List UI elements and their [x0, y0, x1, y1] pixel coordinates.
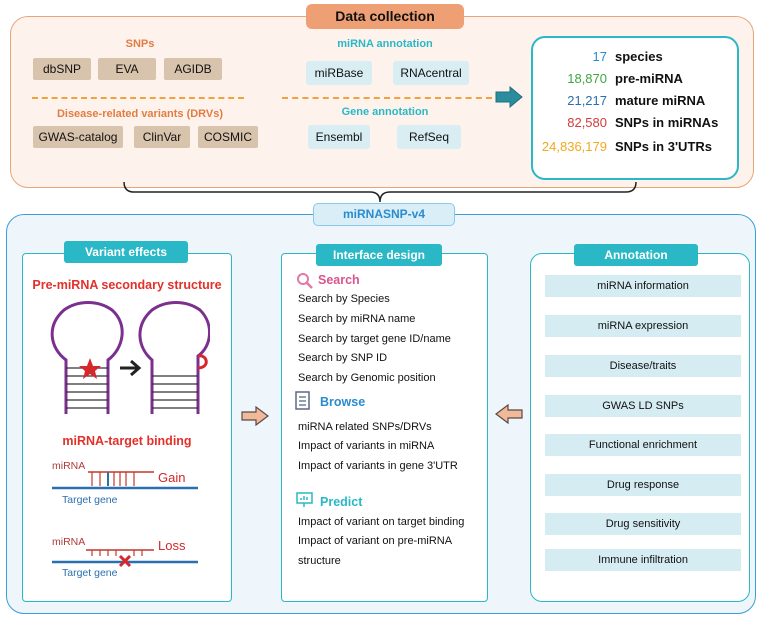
annotation-item-immune-infiltration: Immune infiltration — [545, 549, 741, 571]
predict-title: Predict — [320, 495, 363, 509]
arrow-right-icon — [241, 406, 269, 426]
stat-label: species — [615, 49, 663, 64]
source-mirbase: miRBase — [306, 61, 372, 85]
arrow-left-icon — [495, 404, 523, 424]
variant-effects-title: Variant effects — [64, 241, 188, 263]
annotation-panel — [530, 253, 750, 602]
source-clinvar: ClinVar — [134, 126, 190, 148]
gain-binding-icon — [52, 471, 198, 490]
divider-dashed-left — [32, 97, 244, 99]
target-gene-label-gain: Target gene — [62, 494, 118, 506]
search-item-target-gene: Search by target gene ID/name — [298, 333, 451, 345]
search-item-species: Search by Species — [298, 293, 390, 305]
source-dbsnp: dbSNP — [33, 58, 91, 80]
document-icon — [295, 391, 310, 410]
annotation-item-functional-enrichment: Functional enrichment — [545, 434, 741, 456]
presentation-icon — [296, 492, 313, 507]
loss-label: Loss — [158, 538, 186, 553]
browse-item-variants-mirna: Impact of variants in miRNA — [298, 440, 435, 452]
mirna-label-gain: miRNA — [52, 460, 86, 472]
target-gene-label-loss: Target gene — [62, 567, 118, 579]
search-item-mirna-name: Search by miRNA name — [298, 313, 416, 325]
stat-label: SNPs in 3'UTRs — [615, 139, 713, 154]
interface-design-panel — [281, 253, 488, 602]
search-icon — [297, 273, 313, 289]
snps-title: SNPs — [125, 38, 155, 50]
stat-label: mature miRNA — [615, 93, 706, 108]
browse-title: Browse — [320, 395, 366, 409]
arrow-right-icon — [495, 86, 523, 108]
annotation-item-disease-traits: Disease/traits — [545, 355, 741, 377]
search-item-snp-id: Search by SNP ID — [298, 352, 388, 364]
source-cosmic: COSMIC — [198, 126, 258, 148]
annotation-item-mirna-information: miRNA information — [545, 275, 741, 297]
annotation-item-drug-sensitivity: Drug sensitivity — [545, 513, 741, 535]
stat-label: pre-miRNA — [615, 71, 683, 86]
mirnasnp-title: miRNASNP-v4 — [313, 203, 455, 226]
gain-label: Gain — [158, 470, 186, 485]
annotation-item-gwas-ld-snps: GWAS LD SNPs — [545, 395, 741, 417]
annotation-item-mirna-expression: miRNA expression — [545, 315, 741, 337]
browse-item-variants-utr: Impact of variants in gene 3'UTR — [298, 460, 458, 472]
predict-item-structure: structure — [298, 555, 341, 567]
source-rnacentral: RNAcentral — [393, 61, 469, 85]
hairpin-structure-icon — [50, 301, 210, 414]
source-agidb: AGIDB — [164, 58, 222, 80]
loss-binding-icon — [52, 549, 198, 568]
stat-row-snps-in-utrs: 24,836,179 SNPs in 3'UTRs — [533, 137, 741, 157]
predict-item-pre-mirna: Impact of variant on pre-miRNA — [298, 535, 453, 547]
search-title: Search — [318, 273, 360, 287]
source-ensembl: Ensembl — [308, 125, 370, 149]
annotation-item-drug-response: Drug response — [545, 474, 741, 496]
mirna-annotation-title: miRNA annotation — [337, 38, 433, 50]
stat-value: 24,836,179 — [541, 139, 607, 154]
stat-value: 17 — [592, 49, 607, 64]
mirna-label-loss: miRNA — [52, 536, 86, 548]
predict-item-target-binding: Impact of variant on target binding — [298, 516, 465, 528]
interface-design-title: Interface design — [316, 244, 442, 266]
source-refseq: RefSeq — [397, 125, 461, 149]
stat-value: 82,580 — [567, 115, 607, 130]
drvs-title: Disease-related variants (DRVs) — [56, 108, 224, 120]
stat-row-pre-mirna: 18,870 pre-miRNA — [533, 69, 741, 89]
search-item-genomic-position: Search by Genomic position — [298, 372, 436, 384]
source-gwas-catalog: GWAS-catalog — [33, 126, 123, 148]
browse-item-mirna-snps: miRNA related SNPs/DRVs — [298, 421, 432, 433]
variant-effects-panel — [22, 253, 232, 602]
data-collection-title: Data collection — [306, 4, 464, 29]
annotation-title: Annotation — [574, 244, 698, 266]
statistics-box: 17 species 18,870 pre-miRNA 21,217 matur… — [531, 36, 739, 180]
stat-label: SNPs in miRNAs — [615, 115, 719, 130]
source-eva: EVA — [98, 58, 156, 80]
binding-title: miRNA-target binding — [62, 434, 192, 448]
stat-row-species: 17 species — [533, 47, 741, 67]
stat-value: 21,217 — [567, 93, 607, 108]
stat-value: 18,870 — [567, 71, 607, 86]
structure-title: Pre-miRNA secondary structure — [32, 278, 222, 292]
stat-row-mature-mirna: 21,217 mature miRNA — [533, 91, 741, 111]
gene-annotation-title: Gene annotation — [341, 106, 429, 118]
stat-row-snps-in-mirnas: 82,580 SNPs in miRNAs — [533, 113, 741, 133]
divider-dashed-right — [282, 97, 492, 99]
brace-connector — [123, 181, 637, 203]
